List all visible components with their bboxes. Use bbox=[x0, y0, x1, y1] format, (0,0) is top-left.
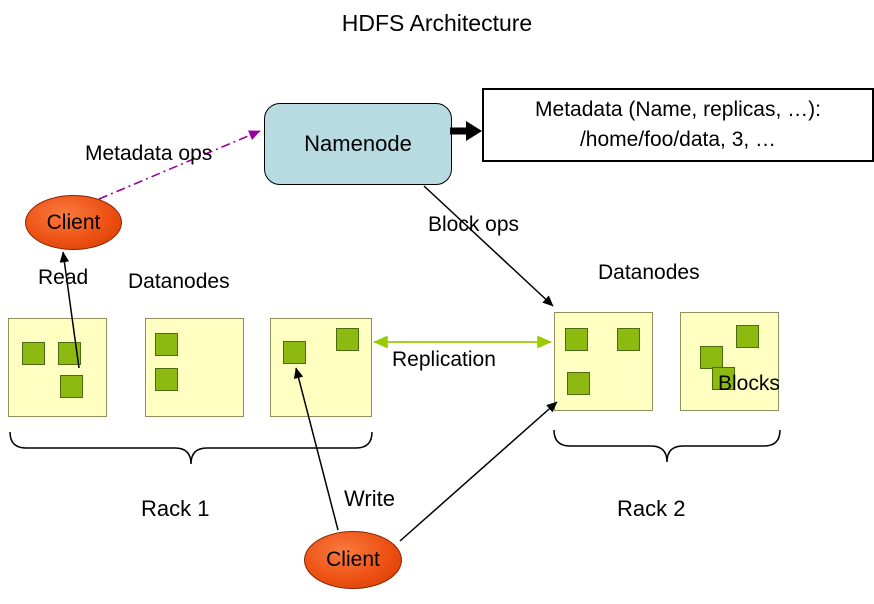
rack2-label: Rack 2 bbox=[617, 496, 686, 521]
block bbox=[700, 346, 723, 369]
block-ops-arrow bbox=[423, 185, 554, 307]
rack1-label: Rack 1 bbox=[141, 496, 210, 521]
block bbox=[22, 342, 45, 365]
block bbox=[155, 333, 178, 356]
datanode-box bbox=[554, 312, 653, 411]
block bbox=[58, 342, 81, 365]
namenode-node: Namenode bbox=[264, 103, 452, 185]
diagram-title: HDFS Architecture bbox=[341, 10, 533, 36]
rack2-brace bbox=[553, 429, 781, 463]
client-top-label: Client bbox=[46, 210, 101, 234]
block bbox=[283, 341, 306, 364]
datanodes-left-label: Datanodes bbox=[128, 270, 230, 293]
blocks-label: Blocks bbox=[718, 372, 780, 395]
block-ops-label: Block ops bbox=[428, 213, 520, 236]
namenode-label: Namenode bbox=[304, 131, 412, 156]
datanode-box bbox=[270, 318, 372, 417]
read-label: Read bbox=[38, 266, 89, 289]
replication-label: Replication bbox=[392, 348, 496, 371]
datanode-box bbox=[8, 318, 107, 417]
block bbox=[60, 375, 83, 398]
block bbox=[565, 328, 588, 351]
metadata-line1: Metadata (Name, replicas, …): bbox=[535, 97, 821, 121]
block bbox=[712, 367, 735, 390]
client-top-node: Client bbox=[25, 195, 122, 250]
block bbox=[155, 368, 178, 391]
block bbox=[617, 328, 640, 351]
rack1-brace bbox=[9, 431, 373, 465]
client-bottom-label: Client bbox=[326, 548, 380, 571]
write-arrow-rack2 bbox=[399, 401, 558, 542]
metadata-line2: /home/foo/data, 3, … bbox=[579, 128, 777, 151]
datanode-box bbox=[145, 318, 244, 417]
block bbox=[736, 325, 759, 348]
block bbox=[336, 328, 359, 351]
metadata-note: Metadata (Name, replicas, …): /home/foo/… bbox=[482, 88, 874, 162]
client-bottom-node: Client bbox=[304, 531, 402, 589]
write-label: Write bbox=[344, 486, 395, 511]
namenode-to-metadata-arrowhead bbox=[466, 121, 482, 141]
datanode-box bbox=[680, 312, 779, 411]
block bbox=[567, 372, 590, 395]
datanodes-right-label: Datanodes bbox=[598, 261, 700, 284]
metadata-ops-label: Metadata ops bbox=[85, 142, 213, 165]
